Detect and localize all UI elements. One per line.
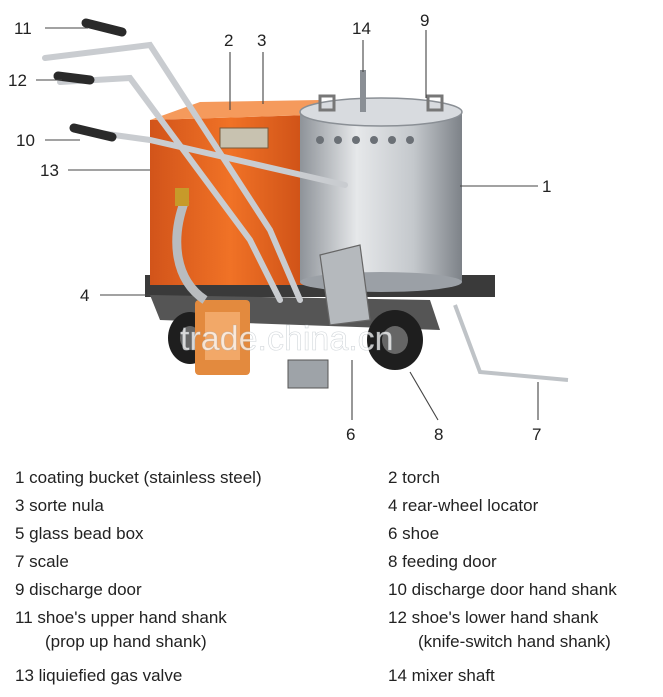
legend-item-12: 12 shoe's lower hand shank (knife-switch… <box>388 606 611 654</box>
legend-item-4: 4 rear-wheel locator <box>388 496 539 515</box>
mixer-shaft <box>360 70 366 112</box>
legend-item-7: 7 scale <box>15 552 69 571</box>
legend-item-3: 3 sorte nula <box>15 496 104 515</box>
callout-3: 3 <box>257 31 266 50</box>
callout-1: 1 <box>542 177 551 196</box>
shoe-assembly <box>287 244 371 389</box>
legend-item-13: 13 liquiefied gas valve <box>15 666 183 685</box>
callout-12: 12 <box>8 71 27 90</box>
callout-10: 10 <box>16 131 35 150</box>
handle-bars <box>42 18 348 303</box>
glass-bead-box <box>195 300 250 375</box>
legend-item-2: 2 torch <box>388 468 440 487</box>
legend-item-9: 9 discharge door <box>15 580 142 599</box>
legend-item-11: 11 shoe's upper hand shank (prop up hand… <box>15 606 227 654</box>
legend-item-12-label: 12 shoe's lower hand shank <box>388 608 599 627</box>
callout-4: 4 <box>80 286 89 305</box>
callout-7: 7 <box>532 425 541 444</box>
legend-item-10: 10 discharge door hand shank <box>388 580 617 599</box>
legend-item-11-sub: (prop up hand shank) <box>45 632 207 651</box>
parts-legend: 1 coating bucket (stainless steel) 2 tor… <box>0 462 663 697</box>
legend-item-11-label: 11 shoe's upper hand shank <box>15 608 227 627</box>
callout-lines <box>36 27 539 421</box>
callout-11: 11 <box>14 19 32 38</box>
legend-item-12-sub: (knife-switch hand shank) <box>418 632 611 651</box>
callout-9: 8 <box>434 425 443 444</box>
callout-6: 6 <box>346 425 355 444</box>
callout-14: 14 <box>352 19 371 38</box>
torch-hose <box>172 188 208 304</box>
legend-item-14: 14 mixer shaft <box>388 666 495 685</box>
callout-13: 13 <box>40 161 59 180</box>
callout-2: 2 <box>224 31 233 50</box>
callout-numbers: 11 12 10 13 2 3 14 9 1 4 6 8 7 <box>8 11 551 444</box>
legend-item-1: 1 coating bucket (stainless steel) <box>15 468 262 487</box>
callout-8: 9 <box>420 11 429 30</box>
machine-diagram: trade.china.cn 11 12 10 13 2 3 14 9 1 4 … <box>8 11 569 444</box>
scale-rod <box>453 304 569 382</box>
legend-item-5: 5 glass bead box <box>15 524 144 543</box>
legend-item-8: 8 feeding door <box>388 552 497 571</box>
legend-item-6: 6 shoe <box>388 524 440 543</box>
watermark-text: trade.china.cn <box>180 320 394 358</box>
